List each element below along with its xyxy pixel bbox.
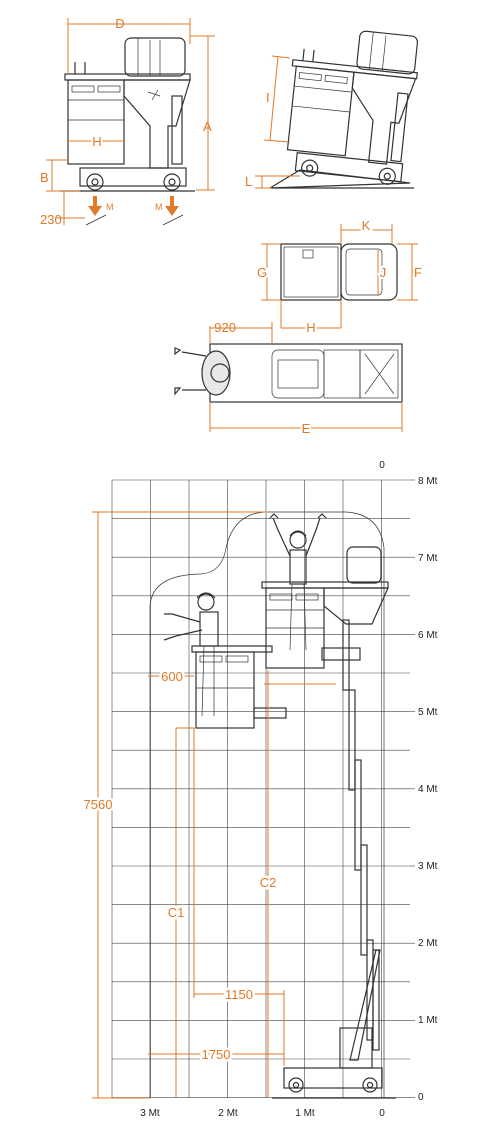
base-machine (283, 1067, 383, 1089)
mast-sections (342, 619, 380, 1051)
arrow-down-icon (165, 206, 179, 216)
svg-text:M: M (106, 202, 114, 212)
axis-label-7: 7 Mt (418, 553, 438, 564)
dim-L-label: L (245, 174, 252, 189)
axis-label-3: 3 Mt (418, 861, 438, 872)
base-plan (280, 243, 342, 301)
dim-7560-label: 7560 (84, 797, 113, 812)
axis-label-8: 8 Mt (418, 476, 438, 487)
dim-E-label: E (302, 421, 311, 436)
dim-B-label: B (40, 170, 49, 185)
top-view: K G J F (255, 216, 424, 301)
wheel-left (86, 173, 104, 191)
dim-C1-label: C1 (168, 905, 185, 920)
top-zero-label: 0 (379, 460, 385, 471)
bottom-label-2: 2 Mt (218, 1108, 238, 1119)
svg-text:M: M (155, 202, 163, 212)
dim-J-label: J (380, 265, 387, 280)
dim-1750-label: 1750 (202, 1047, 231, 1062)
side-view: D A H B 230 M M (40, 16, 215, 227)
axis-label-6: 6 Mt (418, 630, 438, 641)
dim-600-label: 600 (161, 669, 183, 684)
dim-K-label: K (362, 218, 371, 233)
arrow-down-icon (88, 206, 102, 216)
tilted-view-dims: I L (245, 55, 414, 189)
dim-I-label: I (266, 90, 270, 105)
bottom-label-0: 0 (379, 1108, 385, 1119)
reach-grid (111, 479, 415, 1098)
wheel-right (163, 173, 181, 191)
dim-G-label: G (257, 265, 267, 280)
dim-D-label: D (115, 16, 124, 31)
axis-label-2: 2 Mt (418, 938, 438, 949)
dim-A-label: A (203, 119, 212, 134)
upper-operator (269, 513, 327, 651)
dim-230-label: 230 (40, 212, 62, 227)
plan-view: 920 H E (174, 300, 403, 438)
lower-operator (163, 592, 219, 717)
axis-label-0: 0 (418, 1092, 424, 1103)
dim-920-label: 920 (214, 320, 236, 335)
operator-top-view (201, 350, 231, 396)
axis-label-1: 1 Mt (418, 1015, 438, 1026)
axis-label-5: 5 Mt (418, 707, 438, 718)
dim-1150-label: 1150 (225, 987, 253, 1002)
basket (67, 79, 125, 165)
dim-H-label: H (92, 134, 101, 149)
axis-label-4: 4 Mt (418, 784, 438, 795)
lower-platform (191, 645, 287, 729)
bottom-label-1: 1 Mt (295, 1108, 315, 1119)
upper-platform (261, 546, 389, 669)
dim-C2-label: C2 (260, 875, 277, 890)
platform-plan (340, 243, 398, 301)
guardrail (124, 37, 186, 77)
machine-plan (209, 343, 403, 403)
mast (123, 79, 191, 169)
reach-diagram: 8 Mt 7 Mt 6 Mt 5 Mt 4 Mt 3 Mt 2 Mt 1 Mt … (81, 460, 438, 1119)
working-envelope (149, 511, 385, 1098)
tilted-view (286, 30, 419, 185)
dim-F-label: F (414, 265, 422, 280)
chassis (79, 167, 187, 187)
dim-H-plan-label: H (306, 320, 315, 335)
bottom-label-3: 3 Mt (140, 1108, 160, 1119)
